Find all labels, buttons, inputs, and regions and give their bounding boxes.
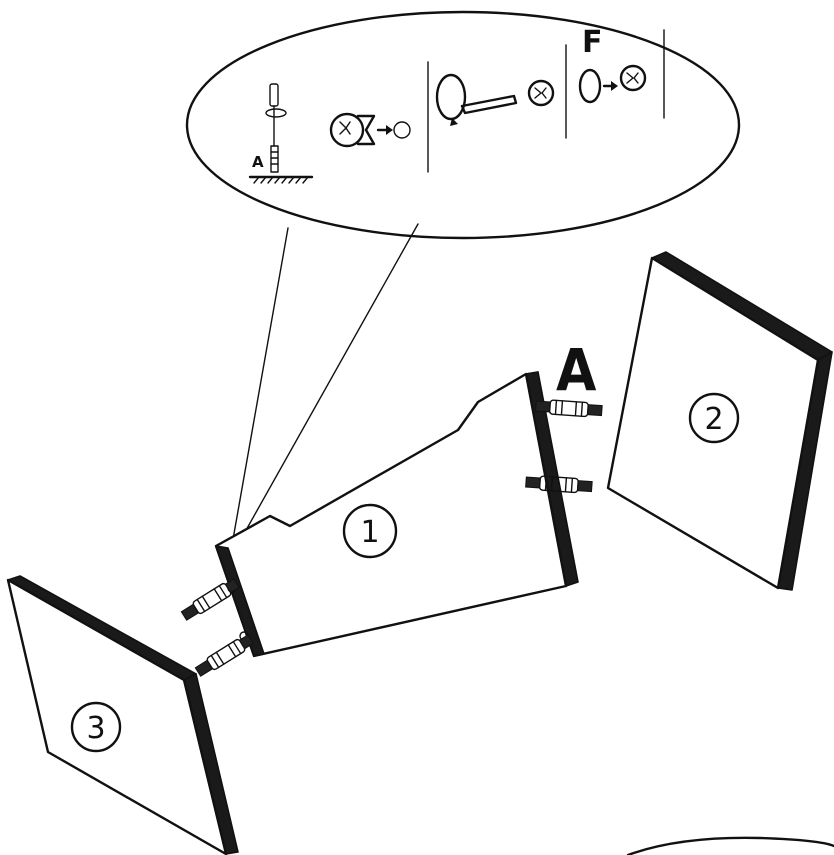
capped-lock-icon bbox=[619, 64, 647, 92]
dowels: A bbox=[180, 336, 603, 677]
dowel-right-top bbox=[535, 399, 603, 418]
cam-lock-turned-icon bbox=[527, 79, 555, 107]
step-cover-cap: F bbox=[578, 25, 647, 104]
panel-1-number-circle bbox=[342, 503, 398, 559]
panel-2: 2 bbox=[606, 251, 833, 591]
dowel-left-top bbox=[180, 578, 240, 621]
panel-1-left-edge bbox=[215, 545, 265, 657]
hole-icon bbox=[393, 121, 411, 139]
panel-1-number: 1 bbox=[360, 515, 379, 550]
step-rotate-cam bbox=[435, 73, 555, 126]
screwdriver-icon bbox=[460, 94, 518, 115]
detail-ellipse bbox=[185, 10, 741, 240]
step-insert-cam bbox=[329, 112, 411, 148]
rotate-arrow-icon bbox=[435, 73, 467, 121]
step-screw-dowel: A bbox=[248, 83, 314, 184]
partial-next-figure bbox=[626, 836, 834, 855]
screwdriver-handle bbox=[269, 83, 279, 107]
dowel-right-bottom bbox=[525, 475, 593, 494]
panel-3-number: 3 bbox=[86, 711, 105, 746]
callout-leader-right bbox=[235, 223, 419, 549]
cam-lock-icon bbox=[329, 112, 365, 148]
inset-label-f: F bbox=[582, 25, 603, 60]
panel-2-face bbox=[606, 256, 820, 590]
dowel-label-a: A bbox=[556, 336, 597, 404]
cap-icon bbox=[578, 68, 602, 104]
panel-2-number-circle bbox=[688, 392, 740, 444]
dowel-small-icon bbox=[270, 145, 279, 173]
ground-hatch bbox=[253, 176, 309, 184]
panel-2-number: 2 bbox=[704, 402, 723, 437]
callout-leader-left bbox=[231, 227, 289, 546]
dowel-left-bottom bbox=[194, 634, 254, 677]
panel-3: 3 bbox=[6, 575, 239, 855]
rotation-arrow-icon bbox=[265, 108, 287, 118]
inset-label-a: A bbox=[252, 153, 264, 171]
panel-1: 1 bbox=[214, 371, 579, 658]
detail-callout: A F bbox=[185, 10, 741, 549]
panel-3-number-circle bbox=[70, 701, 122, 753]
